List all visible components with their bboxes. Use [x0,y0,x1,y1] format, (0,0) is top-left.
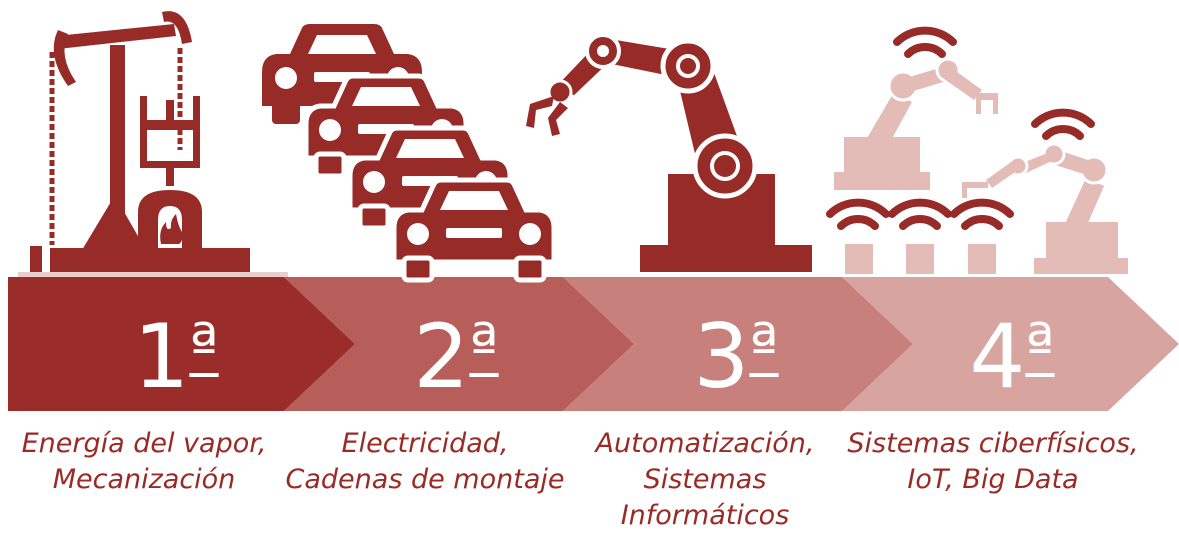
stage-3-ordinal: ª [749,309,779,382]
stage-4-chevron [842,277,1179,411]
stage-2-caption-line: Electricidad, [341,428,509,459]
stage-4-caption: Sistemas ciberfísicos, IoT, Big Data [843,426,1143,498]
stage-1-caption-line: Energía del vapor, [21,428,267,459]
stage-1-caption-line: Mecanización [52,464,236,495]
stage-3-number: 3ª [636,296,836,407]
stage-2-number: 2ª [356,296,556,407]
stage-4-digit: 4 [969,305,1026,408]
stage-2-ordinal: ª [469,309,499,382]
stage-3-caption: Automatización, Sistemas Informáticos [565,426,845,534]
stage-3-caption-line: Informáticos [620,500,790,531]
stage-4-ordinal: ª [1025,309,1055,382]
timeline-band [8,277,1179,411]
stage-3-digit: 3 [693,305,750,408]
stage-2-caption-line: Cadenas de montaje [285,464,565,495]
stage-2-digit: 2 [413,305,470,408]
stage-3-caption-line: Automatización, [595,428,815,459]
robot-arm-icon [526,33,812,272]
stage-1-ordinal: ª [189,309,219,382]
stage-4-caption-line: IoT, Big Data [907,464,1079,495]
connected-robots-wifi-icon [830,31,1128,274]
stage-1-digit: 1 [133,305,190,408]
stage-1-chevron [8,277,355,411]
stage-2-caption: Electricidad, Cadenas de montaje [285,426,565,498]
steam-pump-icon [18,11,288,277]
stage-4-caption-line: Sistemas ciberfísicos, [847,428,1139,459]
stage-1-caption: Energía del vapor, Mecanización [4,426,284,498]
stage-1-number: 1ª [76,296,276,407]
assembly-line-cars-icon [262,24,554,280]
stage-4-number: 4ª [912,296,1112,407]
stage-3-caption-line: Sistemas [643,464,767,495]
stage-2-chevron [284,277,634,411]
stage-3-chevron [563,277,913,411]
